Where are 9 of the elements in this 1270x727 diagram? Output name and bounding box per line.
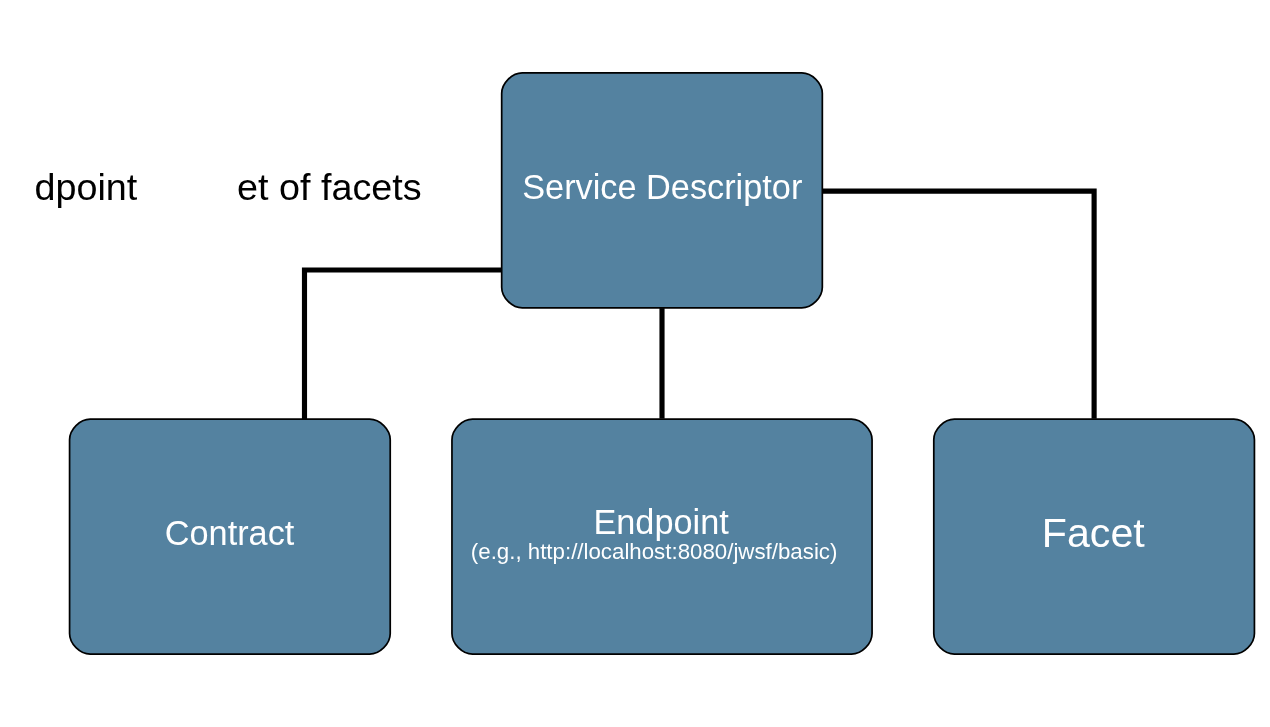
label: dpoint bbox=[34, 165, 138, 208]
node-box: Facet bbox=[932, 418, 1256, 655]
node-box: Service Descriptor bbox=[500, 72, 824, 309]
connector bbox=[301, 267, 502, 419]
connector bbox=[822, 188, 1097, 419]
label: et of facets bbox=[237, 165, 422, 208]
node-box: Contract bbox=[68, 418, 392, 655]
node-box: Endpoint (e.g., http://localhost:8080/jwsf/basic) bbox=[451, 418, 873, 655]
connector bbox=[659, 308, 665, 419]
